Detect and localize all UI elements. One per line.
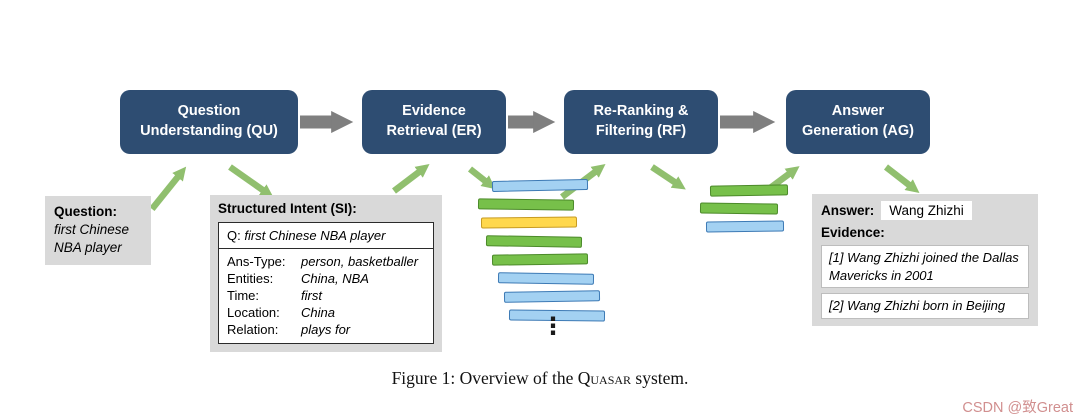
evidence-bar-blue	[497, 271, 595, 284]
green-arrow-rf-to-stack2	[650, 164, 686, 190]
evidence-label: Evidence:	[821, 225, 885, 240]
si-value: China, NBA	[301, 271, 369, 286]
structured-intent-box: Structured Intent (SI): Q: first Chinese…	[210, 195, 442, 352]
si-value: person, basketballer	[301, 254, 419, 269]
question-box: Question: first Chinese NBA player	[45, 196, 151, 265]
si-value: plays for	[301, 322, 351, 337]
si-query-value: first Chinese NBA player	[244, 228, 386, 243]
green-arrow-qu-to-si	[228, 164, 274, 198]
stage-question-understanding: Question Understanding (QU)	[120, 90, 298, 154]
answer-value: Wang Zhizhi	[881, 201, 972, 220]
figure-caption: Figure 1: Overview of the Quasar system.	[0, 368, 1080, 389]
watermark: CSDN @致Great	[962, 400, 1073, 416]
evidence-bar-green	[709, 184, 789, 197]
evidence-bar-blue	[705, 220, 785, 233]
evidence-bar-yellow	[480, 216, 578, 229]
evidence-bar-green	[491, 253, 589, 266]
si-attribute-rows: Ans-Type: person, basketballer Entities:…	[219, 249, 433, 343]
si-row-relation: Relation: plays for	[219, 321, 433, 338]
si-query-key: Q:	[227, 228, 241, 243]
caption-suffix: system.	[631, 368, 689, 388]
si-key: Time:	[227, 288, 260, 303]
evidence-bar-blue	[503, 290, 601, 303]
stage-answer-generation: Answer Generation (AG)	[786, 90, 930, 154]
question-label: Question:	[54, 204, 117, 219]
answer-label: Answer:	[821, 203, 875, 218]
si-key: Location:	[227, 305, 280, 320]
stage-reranking-filtering: Re-Ranking & Filtering (RF)	[564, 90, 718, 154]
stage-evidence-retrieval: Evidence Retrieval (ER)	[362, 90, 506, 154]
stack2	[699, 184, 800, 245]
si-value: China	[301, 305, 335, 320]
si-row-location: Location: China	[219, 304, 433, 321]
si-key: Relation:	[227, 322, 279, 337]
green-arrow-ag-to-answer	[884, 164, 920, 194]
si-value: first	[301, 288, 322, 303]
evidence-bar-green	[699, 202, 779, 215]
structured-intent-title: Structured Intent (SI):	[218, 201, 357, 216]
caption-system-name: Quasar	[577, 368, 632, 388]
question-text: first Chinese NBA player	[54, 222, 130, 256]
caption-prefix: Figure 1: Overview of the	[391, 368, 578, 388]
answer-box: Answer: Wang Zhizhi Evidence: [1] Wang Z…	[812, 194, 1038, 326]
evidence-bar-green	[485, 234, 583, 247]
si-query-row: Q: first Chinese NBA player	[219, 223, 433, 249]
evidence-bar-blue	[491, 178, 589, 192]
si-row-ans-type: Ans-Type: person, basketballer	[219, 253, 433, 270]
si-row-time: Time: first	[219, 287, 433, 304]
si-row-entities: Entities: China, NBA	[219, 270, 433, 287]
green-arrow-question-to-qu	[149, 166, 187, 212]
structured-intent-table: Q: first Chinese NBA player Ans-Type: pe…	[218, 222, 434, 344]
evidence-item-2: [2] Wang Zhizhi born in Beijing	[821, 293, 1029, 319]
si-key: Ans-Type:	[227, 254, 286, 269]
green-arrow-si-to-er	[392, 164, 430, 194]
evidence-bar-green	[477, 197, 575, 210]
evidence-ellipsis: ⋮	[541, 313, 565, 340]
evidence-item-1: [1] Wang Zhizhi joined the Dallas Maveri…	[821, 245, 1029, 289]
si-key: Entities:	[227, 271, 274, 286]
answer-row: Answer: Wang Zhizhi	[821, 201, 1029, 220]
